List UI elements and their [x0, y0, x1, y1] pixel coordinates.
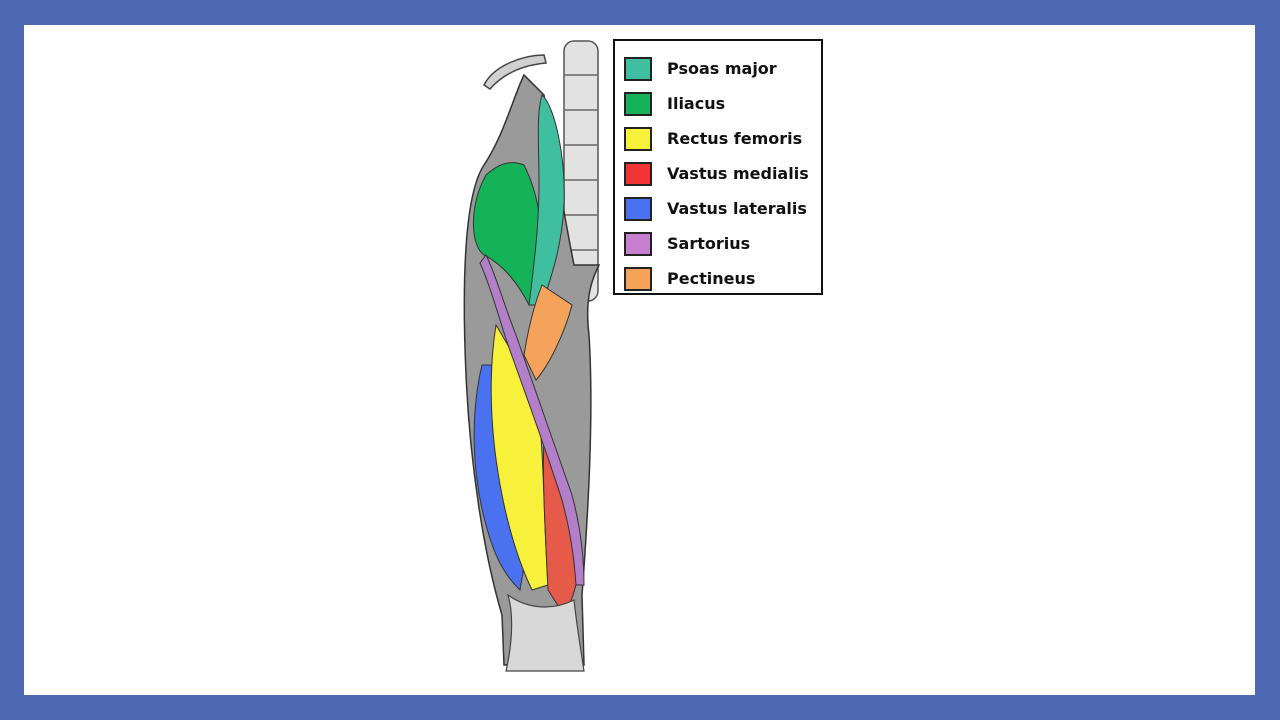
legend-item: Psoas major: [624, 51, 821, 86]
vertebral-column: [563, 40, 599, 302]
pectineus-muscle: [523, 284, 573, 381]
sartorius-muscle: [479, 254, 585, 586]
content-canvas: Psoas major Iliacus Rectus femoris Vastu…: [24, 25, 1255, 695]
legend-label: Pectineus: [667, 269, 756, 288]
legend-swatch: [624, 196, 652, 221]
legend-item: Vastus lateralis: [624, 191, 821, 226]
thigh-muscles-illustration: [463, 40, 601, 672]
legend-swatch: [624, 161, 652, 186]
legend-label: Iliacus: [667, 94, 726, 113]
legend-item: Rectus femoris: [624, 121, 821, 156]
legend-item: Pectineus: [624, 261, 821, 296]
legend-label: Rectus femoris: [667, 129, 803, 148]
legend-label: Vastus medialis: [667, 164, 809, 183]
legend-label: Vastus lateralis: [667, 199, 807, 218]
legend-label: Sartorius: [667, 234, 751, 253]
legend-swatch: [624, 266, 652, 291]
legend-swatch: [624, 126, 652, 151]
legend-swatch: [624, 91, 652, 116]
legend-item: Sartorius: [624, 226, 821, 261]
legend-item: Iliacus: [624, 86, 821, 121]
legend-item: Vastus medialis: [624, 156, 821, 191]
legend-label: Psoas major: [667, 59, 777, 78]
legend-swatch: [624, 231, 652, 256]
lower-rib: [483, 54, 547, 90]
legend-swatch: [624, 56, 652, 81]
legend: Psoas major Iliacus Rectus femoris Vastu…: [613, 39, 823, 295]
knee-tendons: [505, 593, 585, 672]
